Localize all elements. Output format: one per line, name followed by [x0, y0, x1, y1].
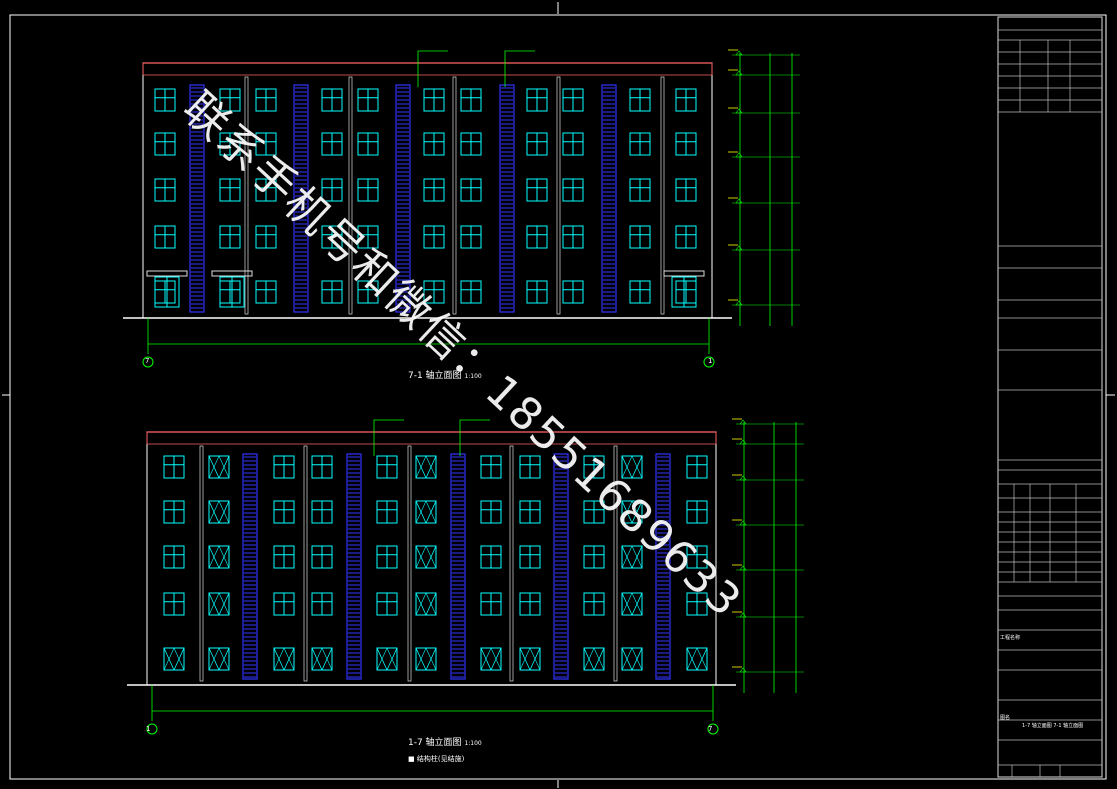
- pilaster: [509, 445, 514, 682]
- level-mark: [735, 152, 743, 158]
- pilaster: [660, 76, 665, 315]
- elevation-bottom: [127, 418, 804, 735]
- stair-column: [293, 84, 309, 313]
- stair-column: [553, 453, 569, 680]
- axis-bubble: [142, 356, 154, 368]
- window: [208, 500, 230, 524]
- window: [208, 647, 230, 671]
- window: [480, 647, 502, 671]
- level-mark: [735, 198, 743, 204]
- axis-bubble: [707, 723, 719, 735]
- axis-label: 1: [708, 357, 713, 365]
- window: [273, 647, 295, 671]
- stair-column: [346, 453, 362, 680]
- level-mark: [735, 70, 743, 76]
- window: [208, 545, 230, 569]
- level-mark: [739, 612, 747, 618]
- title-block-drawing-label: 图名: [1000, 715, 1011, 721]
- level-mark: [739, 419, 747, 425]
- leader-line: [459, 419, 490, 456]
- elevation-bottom-note: ■ 结构柱(见结施): [408, 755, 465, 763]
- axis-label: 7: [708, 725, 713, 733]
- window: [415, 647, 437, 671]
- window: [311, 647, 333, 671]
- window: [583, 647, 605, 671]
- pilaster: [613, 445, 618, 682]
- elevation-bottom-title: 1-7 轴立面图 1:100: [408, 738, 482, 748]
- drawing-border: [9, 14, 1107, 780]
- stair-column: [601, 84, 617, 313]
- pilaster: [348, 76, 353, 315]
- level-mark: [735, 245, 743, 251]
- canopy: [211, 270, 253, 277]
- stair-column: [499, 84, 515, 313]
- leader-line: [504, 50, 535, 87]
- pilaster: [199, 445, 204, 682]
- window: [519, 647, 541, 671]
- level-mark: [735, 300, 743, 306]
- window: [163, 647, 185, 671]
- axis-bubble: [146, 723, 158, 735]
- leader-line: [417, 50, 448, 87]
- level-mark: [739, 667, 747, 673]
- level-mark: [735, 50, 743, 56]
- level-mark: [739, 520, 747, 526]
- stair-column: [655, 453, 671, 680]
- window: [415, 545, 437, 569]
- window: [208, 455, 230, 479]
- level-mark: [735, 108, 743, 114]
- pilaster: [407, 445, 412, 682]
- level-mark: [739, 475, 747, 481]
- window: [415, 455, 437, 479]
- title-block-drawing-name: 1-7 轴立面图 7-1 轴立面图: [1022, 723, 1084, 729]
- axis-label: 1: [146, 725, 151, 733]
- level-mark: [739, 439, 747, 445]
- axis-bubble: [703, 356, 715, 368]
- pilaster: [452, 76, 457, 315]
- axis-label: 7: [145, 357, 150, 365]
- canopy: [663, 270, 705, 277]
- title-block: [997, 16, 1103, 778]
- level-mark: [739, 565, 747, 571]
- pilaster: [556, 76, 561, 315]
- elevation-top: [123, 49, 800, 368]
- title-block-project-label: 工程名称: [1000, 635, 1021, 641]
- pilaster: [303, 445, 308, 682]
- window: [376, 647, 398, 671]
- stair-column: [189, 84, 205, 313]
- leader-line: [373, 419, 404, 456]
- window: [686, 647, 708, 671]
- pilaster: [244, 76, 249, 315]
- window: [621, 592, 643, 616]
- canopy: [146, 270, 188, 277]
- stair-column: [450, 453, 466, 680]
- window: [621, 647, 643, 671]
- window: [415, 500, 437, 524]
- window: [208, 592, 230, 616]
- window: [415, 592, 437, 616]
- stair-column: [395, 84, 411, 313]
- stair-column: [242, 453, 258, 680]
- elevation-top-title: 7-1 轴立面图 1:100: [408, 371, 482, 381]
